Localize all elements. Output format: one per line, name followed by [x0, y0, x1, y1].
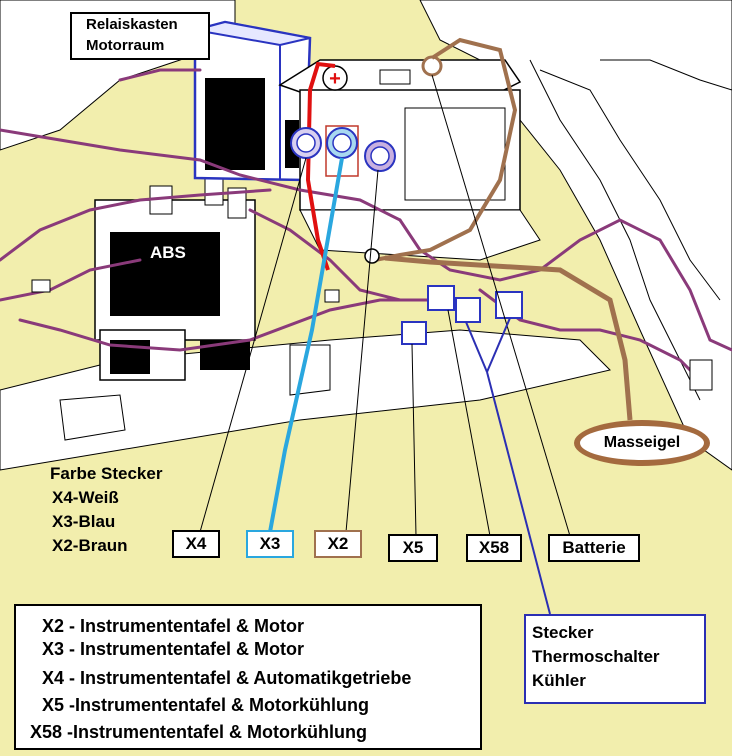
color-legend-heading: Farbe Stecker	[50, 464, 163, 483]
description-x58: X58 -Instrumententafel & Motorkühlung	[30, 722, 368, 742]
wheelhouse-line-2	[539, 69, 721, 301]
connector-cluster	[427, 285, 455, 311]
connector-x58	[455, 297, 481, 323]
plus-symbol: +	[329, 68, 341, 90]
battery-minus-terminal	[421, 55, 443, 77]
ground-bolt	[364, 248, 380, 264]
description-box: X2 - Instrumententafel & Motor X3 - Inst…	[14, 604, 482, 750]
leader-lines	[199, 74, 571, 537]
connector-x4	[290, 127, 322, 159]
battery-tag: Batterie	[548, 534, 640, 562]
description-x3: X3 - Instrumententafel & Motor	[42, 639, 305, 659]
thermo-switch-label: Stecker Thermoschalter Kühler	[524, 614, 706, 704]
x2-tag: X2	[314, 530, 362, 558]
relay-box-lid	[194, 20, 311, 47]
inner-wing-panel	[419, 0, 732, 471]
color-legend-x2: X2-Braun	[52, 536, 128, 555]
description-x4: X4 - Instrumententafel & Automatikgetrie…	[42, 668, 412, 688]
thermo-label-line-2: Thermoschalter	[532, 647, 660, 666]
color-legend-x4: X4-Weiß	[52, 488, 119, 507]
wheelhouse-line-3	[600, 59, 732, 91]
abs-label: ABS	[150, 243, 186, 262]
description-x5: X5 -Instrumententafel & Motorkühlung	[42, 695, 370, 715]
x4-tag: X4	[172, 530, 220, 558]
battery-cell-cap	[379, 69, 411, 85]
ground-cable-to-masseigel	[384, 255, 633, 421]
connector-x2	[364, 140, 396, 172]
color-legend: Farbe Stecker X4-Weiß X3-Blau X2-Braun	[50, 462, 163, 558]
harness-clip	[324, 289, 340, 303]
bracket-panel-2	[289, 344, 331, 396]
harness-clip	[689, 359, 713, 391]
harness-clip	[31, 279, 51, 293]
x58-tag: X58	[466, 534, 522, 562]
ground-point-label: Masseigel	[574, 420, 710, 466]
thermo-label-line-3: Kühler	[532, 671, 586, 690]
connector-thermo	[495, 291, 523, 319]
x5-tag: X5	[388, 534, 438, 562]
abs-valve	[227, 187, 247, 219]
x3-tag: X3	[246, 530, 294, 558]
bracket-panel	[59, 394, 126, 441]
color-legend-x3: X3-Blau	[52, 512, 116, 531]
description-x2: X2 - Instrumententafel & Motor	[42, 616, 305, 636]
connector-x5	[401, 321, 427, 345]
battery-label	[404, 107, 506, 201]
abs-block	[110, 232, 220, 316]
connector-x3	[325, 125, 359, 177]
thermo-label-line-1: Stecker	[532, 623, 594, 642]
relay-box-window	[205, 78, 265, 170]
thermo-leader-lines	[465, 317, 551, 615]
relay-label-line-2: Motorraum	[86, 37, 165, 54]
x3-wire-leader	[268, 157, 344, 533]
relay-label-line-1: Relaiskasten	[86, 16, 178, 33]
ground-cable	[374, 37, 518, 262]
relay-box-label: Relaiskasten Motorraum	[70, 12, 210, 60]
